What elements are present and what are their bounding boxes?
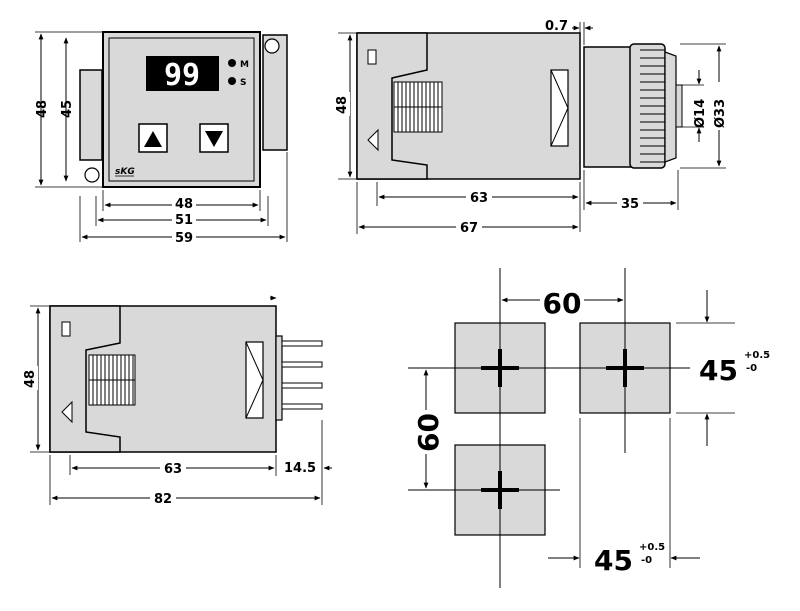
pin-length: 14.5 [284, 461, 316, 476]
panel-cutout: 60 60 45 +0.5 -0 45 +0.5 -0 [408, 268, 770, 588]
pin-body-length: 63 [164, 462, 182, 477]
pin-total-length: 82 [154, 492, 172, 507]
socket-cap [664, 51, 677, 163]
knurl-lines [640, 49, 665, 163]
mounting-hole-icon [84, 167, 100, 183]
side-gear-rack [393, 81, 443, 133]
front-height-inner: 45 [60, 100, 75, 118]
cutout-width-tol-minus: -0 [641, 555, 652, 566]
cutout-spacing-vertical: 60 [412, 413, 445, 452]
cutout-spacing-horizontal: 60 [543, 287, 582, 320]
front-width-59: 59 [175, 231, 193, 246]
lcd-display [146, 56, 219, 91]
led-m-icon [228, 59, 236, 67]
led-s-icon [228, 77, 236, 85]
socket-base [583, 46, 635, 168]
front-right-bracket [262, 34, 288, 151]
front-view: 99 M S sKG 48 45 48 51 59 [35, 31, 288, 246]
pin-view: 48 63 14.5 82 [23, 295, 332, 507]
cutout-height: 45 [699, 354, 738, 387]
center-cross-icon [481, 349, 519, 387]
front-width-48: 48 [175, 197, 193, 212]
led-s-label: S [240, 78, 246, 88]
cutout-height-tol-minus: -0 [746, 363, 757, 374]
front-height-outer: 48 [35, 100, 50, 118]
center-cross-icon [481, 471, 519, 509]
side-body-length: 63 [470, 191, 488, 206]
cutout-height-tol-plus: +0.5 [744, 350, 770, 361]
side-socket-length: 35 [621, 197, 639, 212]
up-arrow-icon [144, 131, 162, 147]
front-left-bracket [79, 69, 103, 161]
cutout-width-tol-plus: +0.5 [639, 542, 665, 553]
pin-clip [245, 341, 264, 419]
pin-gear-rack [88, 354, 136, 406]
side-total-length: 67 [460, 221, 478, 236]
down-arrow-icon [205, 131, 223, 147]
pin-header [275, 335, 283, 421]
cutout-width: 45 [594, 544, 633, 577]
side-view: 0.7 48 Ø14 Ø33 63 67 35 [335, 19, 728, 236]
connector-pins [281, 340, 323, 410]
side-gap: 0.7 [545, 19, 568, 34]
led-m-label: M [240, 60, 249, 70]
side-diameter-large: Ø33 [713, 99, 728, 128]
side-diameter-small: Ø14 [693, 99, 708, 128]
side-clip [550, 69, 569, 147]
center-cross-icon [606, 349, 644, 387]
brand-logo: sKG [115, 167, 135, 177]
side-height: 48 [335, 96, 350, 114]
front-width-51: 51 [175, 213, 193, 228]
display-value: 99 [164, 58, 200, 93]
mounting-hole-icon [264, 38, 280, 54]
pin-height: 48 [23, 370, 38, 388]
